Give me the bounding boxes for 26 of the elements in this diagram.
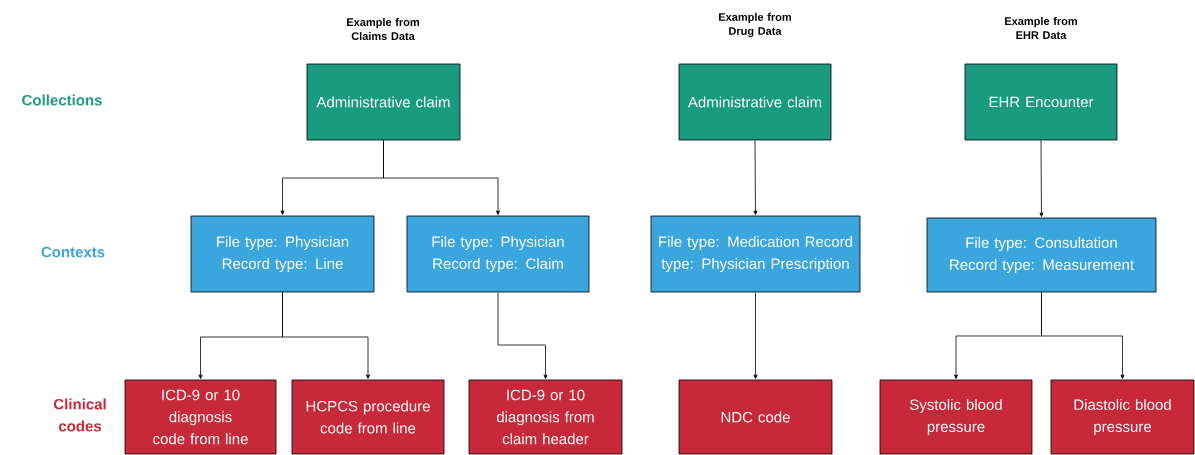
arrow — [753, 140, 758, 215]
context-box: File type: Consultation Record type: Measurement — [926, 217, 1157, 293]
arrow — [1041, 292, 1125, 379]
arrow — [497, 292, 548, 379]
arrow — [383, 140, 500, 215]
context-box: File type: Physician Record type: Line — [190, 215, 375, 293]
collection-box: Administrative claim — [306, 63, 461, 141]
clinical-code-box: Systolic blood pressure — [879, 379, 1033, 455]
row-label: Clinical codes — [53, 398, 106, 432]
heading: Example from EHR Data — [1005, 16, 1077, 40]
clinical-code-box: NDC code — [678, 379, 833, 455]
context-box: File type: Medication Record type: Physician Prescription — [650, 215, 861, 293]
collection-box: Administrative claim — [678, 63, 832, 141]
row-label: Collections — [22, 94, 102, 106]
arrow — [753, 292, 758, 379]
arrow — [1039, 140, 1044, 217]
clinical-code-box: ICD-9 or 10 diagnosis from claim header — [468, 379, 623, 455]
row-label: Contexts — [41, 246, 105, 258]
clinical-code-box: ICD-9 or 10 diagnosis code from line — [124, 379, 277, 455]
arrow — [282, 292, 370, 379]
collection-box: EHR Encounter — [964, 63, 1118, 141]
clinical-code-box: Diastolic blood pressure — [1050, 379, 1195, 455]
context-box: File type: Physician Record type: Claim — [406, 215, 590, 293]
clinical-code-box: HCPCS procedure code from line — [291, 379, 445, 455]
heading: Example from Claims Data — [347, 17, 419, 41]
heading: Example from Drug Data — [719, 12, 791, 38]
